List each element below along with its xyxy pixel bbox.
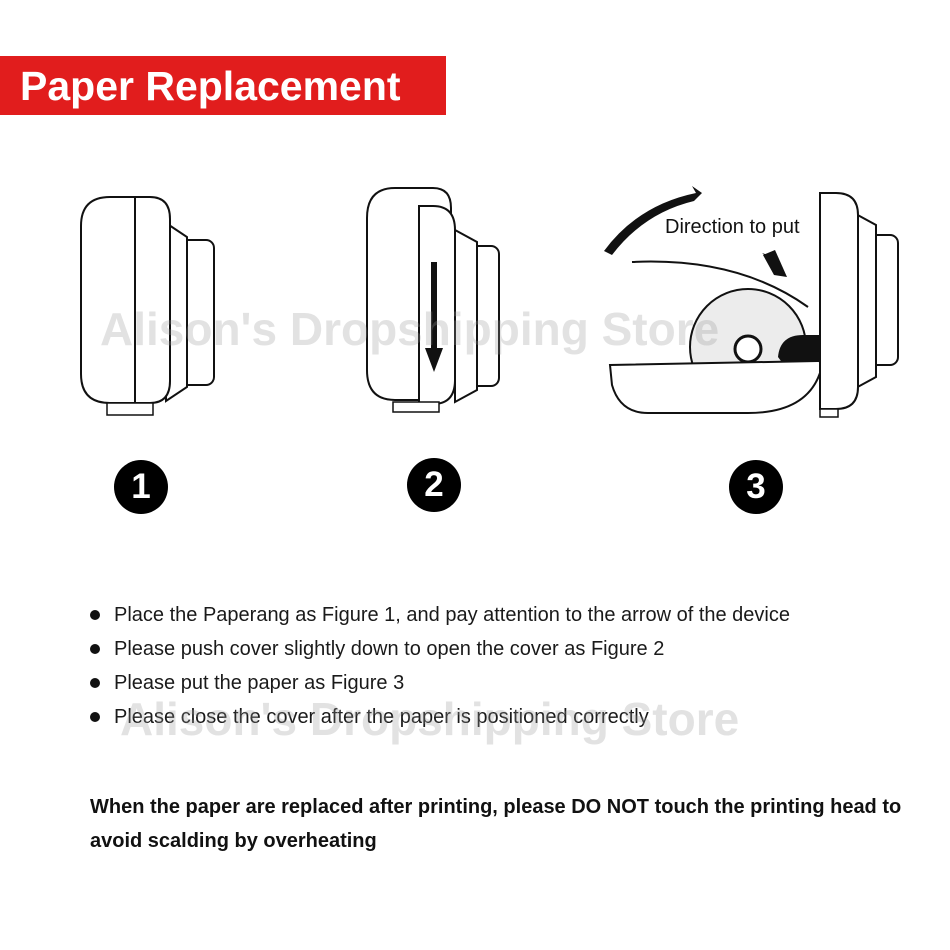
bullet-icon (90, 678, 100, 688)
instruction-text: Please put the paper as Figure 3 (114, 672, 405, 694)
figure-1-printer-closed-icon (80, 196, 215, 416)
instruction-item: Please put the paper as Figure 3 (88, 666, 790, 700)
warning-text: When the paper are replaced after printi… (90, 796, 902, 852)
direction-label: Direction to put (665, 216, 800, 238)
instruction-text: Please push cover slightly down to open … (114, 638, 665, 660)
figure-2-push-cover-icon (366, 187, 500, 413)
bullet-icon (90, 644, 100, 654)
instruction-text: Place the Paperang as Figure 1, and pay … (114, 604, 790, 626)
bullet-icon (90, 712, 100, 722)
step-1-badge: 1 (114, 460, 168, 514)
step-2-badge: 2 (407, 458, 461, 512)
title-banner: Paper Replacement (0, 56, 446, 115)
bullet-icon (90, 610, 100, 620)
instruction-item: Please close the cover after the paper i… (88, 700, 790, 734)
step-3-badge: 3 (729, 460, 783, 514)
page-title: Paper Replacement (20, 63, 401, 109)
figure-3-insert-paper-icon (604, 186, 899, 418)
instruction-item: Please push cover slightly down to open … (88, 632, 790, 666)
instruction-list: Place the Paperang as Figure 1, and pay … (88, 598, 790, 734)
instruction-item: Place the Paperang as Figure 1, and pay … (88, 598, 790, 632)
instruction-text: Please close the cover after the paper i… (114, 706, 649, 728)
